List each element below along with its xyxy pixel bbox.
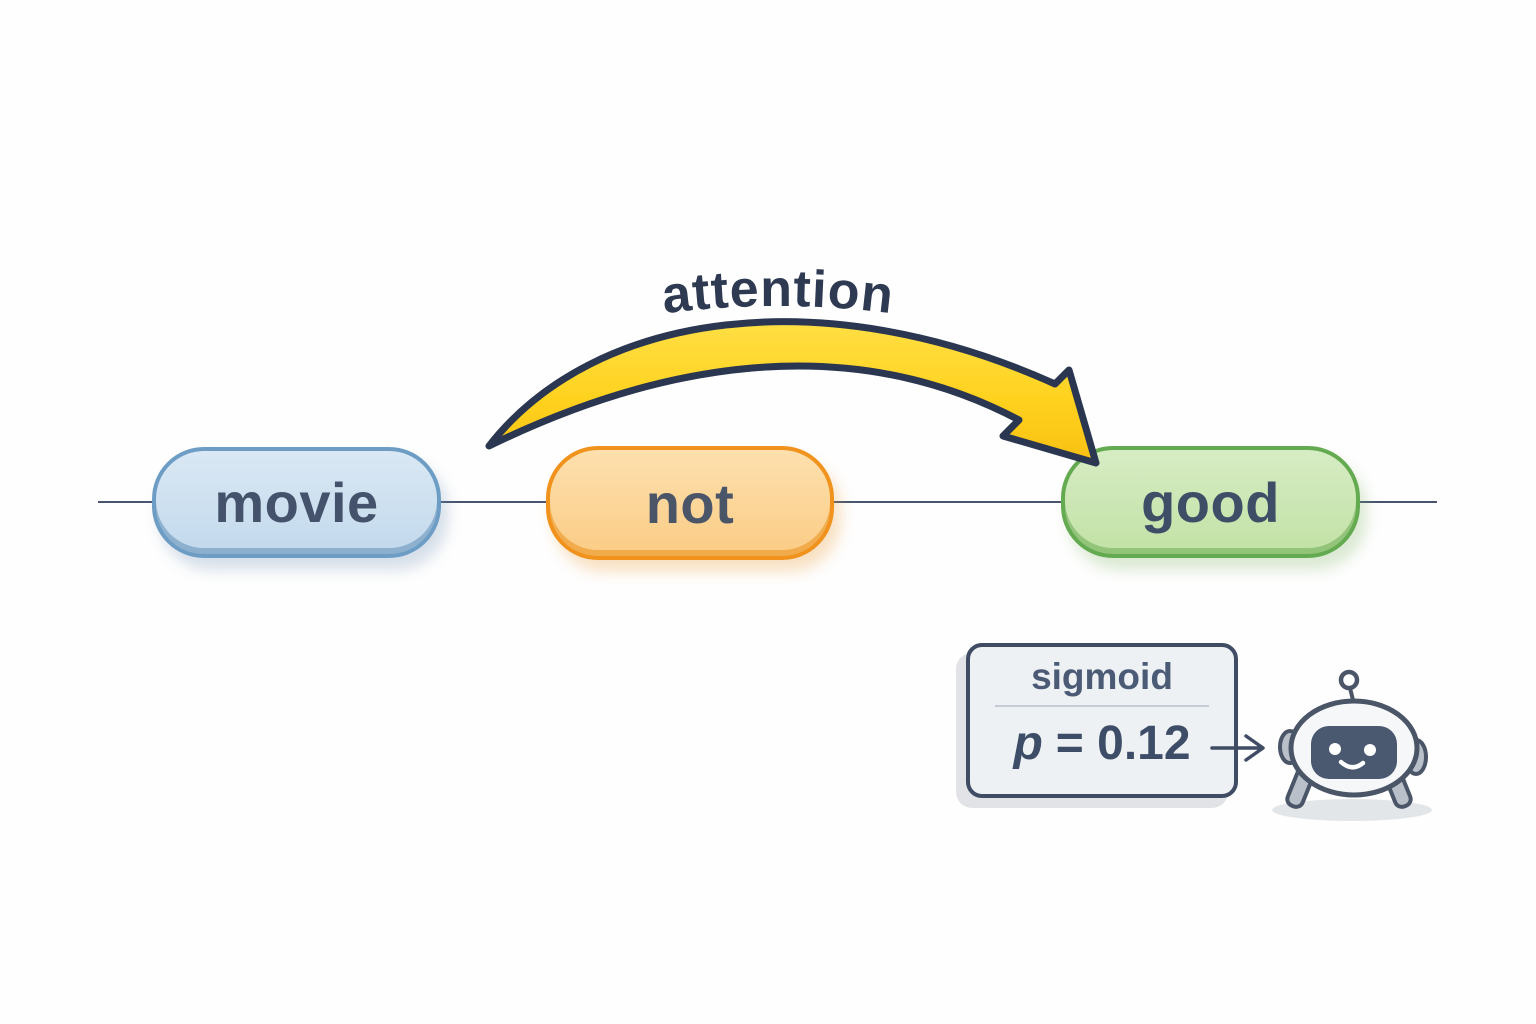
token-pill-movie: movie: [152, 447, 441, 558]
robot-shadow: [1272, 799, 1432, 821]
token-label-good: good: [1141, 470, 1280, 534]
sigmoid-divider: [995, 704, 1209, 707]
attention-label: attention: [659, 260, 897, 325]
robot-antenna-tip: [1338, 669, 1360, 691]
probability-equation: = 0.12: [1055, 716, 1191, 770]
robot-face-screen: [1311, 726, 1397, 779]
token-pill-not: not: [546, 446, 834, 560]
probability-variable: p: [1013, 716, 1043, 770]
attention-arrow-icon: [485, 318, 1100, 467]
robot-leg-right: [1381, 762, 1413, 809]
probability-value: p= 0.12: [1013, 716, 1190, 771]
robot-head: [1288, 698, 1420, 798]
robot-eye-right: [1364, 744, 1376, 756]
robot-eye-left: [1329, 743, 1341, 755]
robot-ear-left: [1278, 729, 1302, 765]
robot-icon: [1272, 669, 1432, 821]
robot-antenna-stem: [1348, 687, 1356, 705]
token-label-movie: movie: [214, 471, 379, 534]
token-label-not: not: [645, 471, 735, 535]
sigmoid-label: sigmoid: [1031, 656, 1173, 697]
sigmoid-output-box: sigmoid p= 0.12: [966, 643, 1238, 798]
robot-ear-right: [1404, 738, 1428, 776]
token-pill-good: good: [1061, 446, 1360, 558]
robot-leg-left: [1285, 762, 1317, 809]
robot-smile: [1338, 759, 1366, 770]
